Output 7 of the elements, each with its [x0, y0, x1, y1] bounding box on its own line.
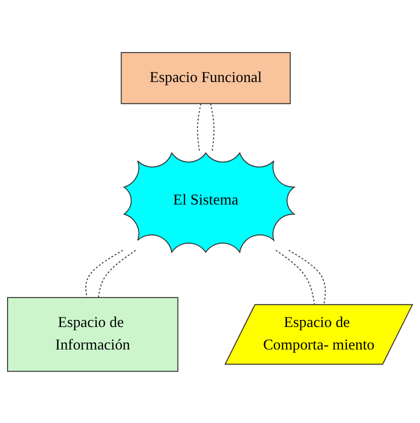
connector [98, 249, 136, 298]
node-box: Espacio Funcional [120, 52, 291, 104]
connector [210, 102, 214, 151]
connector [197, 102, 202, 151]
connector [288, 249, 326, 306]
node-box: Espacio de Información [7, 296, 178, 372]
connector [85, 249, 124, 298]
